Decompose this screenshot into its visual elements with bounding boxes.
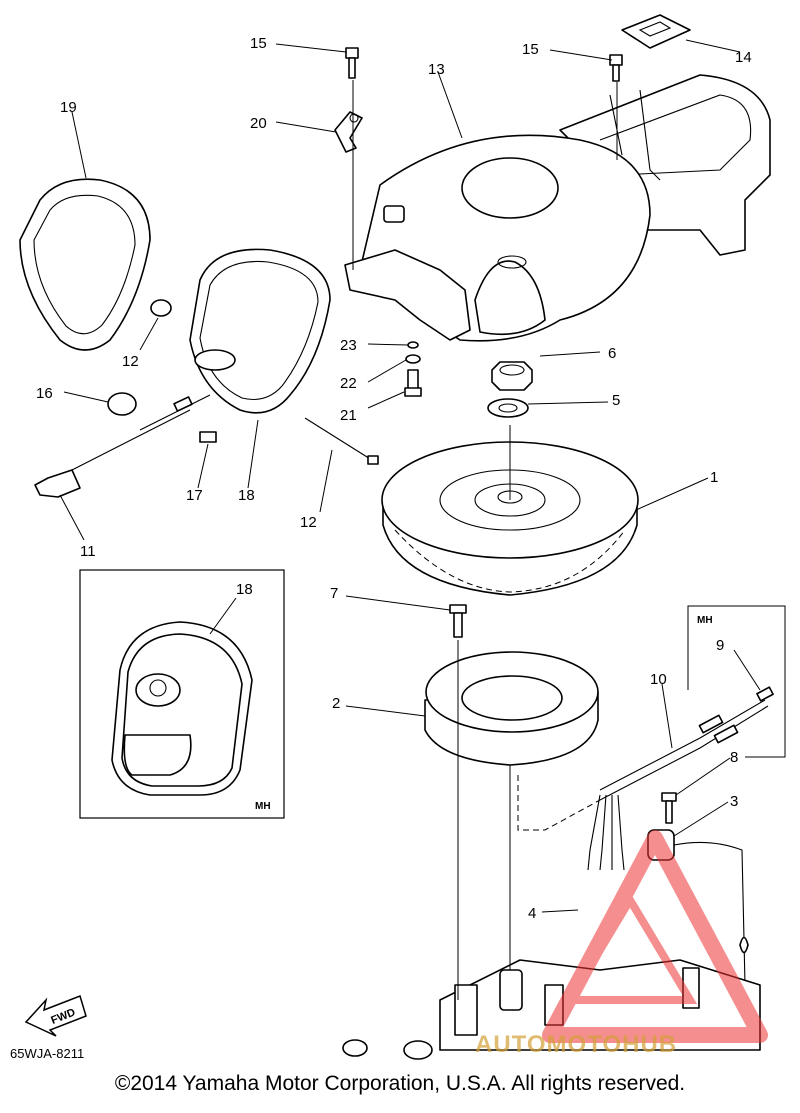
part-8-bolt (661, 792, 677, 824)
part-22-washer (405, 354, 421, 364)
part-18-cover (189, 248, 331, 414)
part-15-bolt-b (609, 54, 623, 82)
callout-14: 14 (735, 49, 752, 66)
part-15-bolt-a (345, 47, 359, 79)
callout-13: 13 (428, 61, 445, 78)
inset-mh-cover: MH (79, 569, 285, 819)
part-11-plug (34, 394, 211, 498)
callout-5: 5 (612, 392, 620, 409)
part-19-gasket (19, 178, 151, 351)
callout-12-b: 12 (300, 514, 317, 531)
callout-18-a: 18 (238, 487, 255, 504)
watermark-text: AUTOMOTOHUB (475, 1031, 677, 1058)
part-23-washer (407, 341, 419, 349)
callout-3: 3 (730, 793, 738, 810)
fwd-arrow-icon: FWD (24, 995, 87, 1037)
inset-mh-terminal: MH (687, 605, 786, 758)
callout-2: 2 (332, 695, 340, 712)
part-5-washer (487, 398, 529, 418)
part-17-label (199, 431, 217, 443)
part-12-cable-tie (304, 417, 379, 465)
callout-21: 21 (340, 407, 357, 424)
part-12-grommet (150, 299, 172, 317)
callout-7: 7 (330, 585, 338, 602)
callout-leaders (59, 39, 761, 913)
inset-mh-label-2: MH (255, 801, 271, 812)
callout-22: 22 (340, 375, 357, 392)
flywheel-cover (344, 74, 771, 342)
part-21-bolt (404, 369, 422, 397)
callout-numbers: 15 14 15 13 19 20 12 23 6 22 16 21 5 1 1… (36, 35, 752, 922)
callout-23: 23 (340, 337, 357, 354)
callout-15-a: 15 (250, 35, 267, 52)
callout-10: 10 (650, 671, 667, 688)
drawing-code: 65WJA-8211 (10, 1046, 85, 1061)
callout-1: 1 (710, 469, 718, 486)
part-2-stator (424, 651, 599, 766)
part-16-cap (107, 392, 137, 416)
part-9-terminal (756, 686, 774, 702)
part-20-clip (334, 111, 363, 153)
part-7-bolt (449, 604, 467, 638)
callout-11: 11 (80, 543, 96, 560)
callout-15-b: 15 (522, 41, 539, 58)
callout-6: 6 (608, 345, 616, 362)
callout-9: 9 (716, 637, 724, 654)
part-14-plate (621, 14, 691, 49)
callout-4: 4 (528, 905, 536, 922)
callout-19: 19 (60, 99, 77, 116)
watermark-logo (542, 830, 768, 1043)
callout-18-b: 18 (236, 581, 253, 598)
callout-20: 20 (250, 115, 267, 132)
callout-16: 16 (36, 385, 53, 402)
inset-mh-label-1: MH (697, 615, 713, 626)
callout-17: 17 (186, 487, 203, 504)
part-6-nut (491, 361, 533, 391)
callout-12-a: 12 (122, 353, 139, 370)
callout-8: 8 (730, 749, 738, 766)
wire-bundle (517, 775, 625, 871)
copyright-footer: ©2014 Yamaha Motor Corporation, U.S.A. A… (114, 1072, 686, 1095)
part-10-lead-wire (599, 699, 769, 801)
